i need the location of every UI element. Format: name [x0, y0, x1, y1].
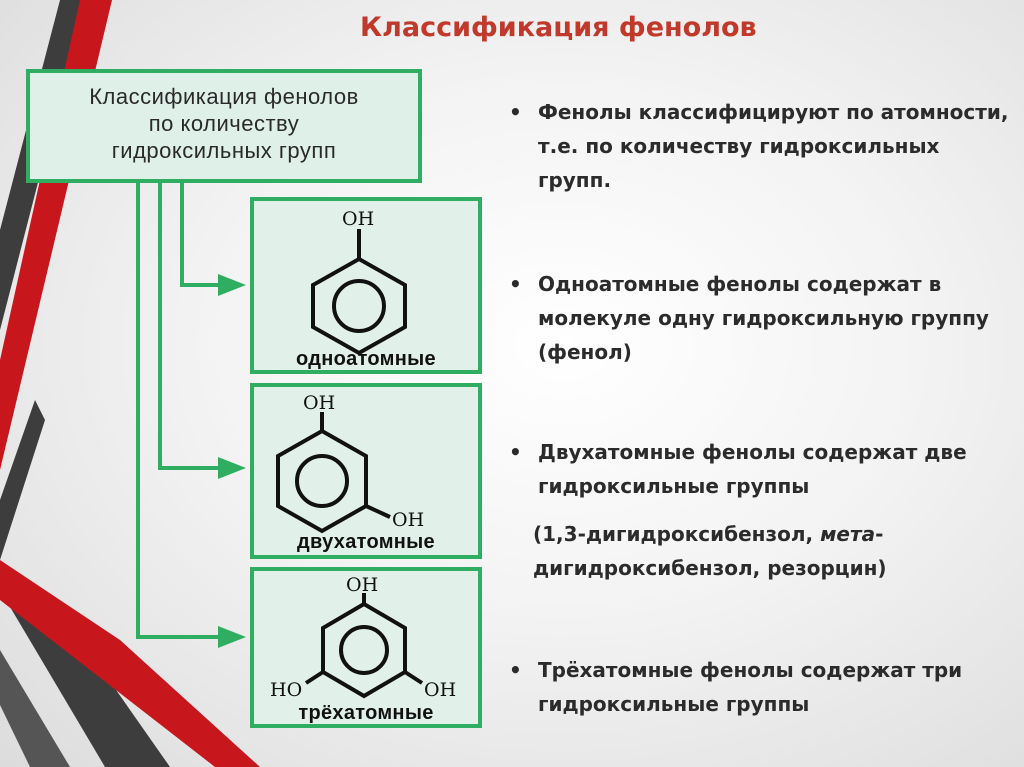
classification-box: Классификация фенолов по количеству гидр…: [26, 69, 422, 183]
box-line-2: по количеству: [148, 111, 300, 136]
bullet-dot: •: [509, 100, 522, 124]
dihydric-label: двухатомные: [297, 531, 435, 553]
oh-label-right: OH: [424, 679, 456, 701]
trihydric-label: трёхатомные: [298, 702, 434, 724]
trihydric-phenol-card: OH HO OH трёхатомные: [250, 567, 482, 728]
phenol-structure-icon: OH: [311, 208, 407, 356]
note-italic: мета: [820, 522, 876, 546]
bullet-item-3: • Двухатомные фенолы содержат две гидрок…: [505, 435, 1010, 503]
monohydric-label: одноатомные: [296, 348, 436, 370]
bullet-item-4: • Трёхатомные фенолы содержат три гидрок…: [505, 653, 1010, 721]
oh-label-right: OH: [392, 509, 424, 531]
resorcinol-structure-icon: OH OH: [276, 392, 424, 534]
bullet-text-2: Одноатомные фенолы содержат в молекуле о…: [538, 272, 989, 364]
bullet-dot: •: [509, 440, 522, 464]
bullet-item-2: • Одноатомные фенолы содержат в молекуле…: [505, 267, 1010, 369]
box-line-3: гидроксильных групп: [111, 138, 337, 163]
note-before: (1,3-дигидроксибензол,: [533, 522, 821, 546]
box-line-1: Классификация фенолов: [89, 84, 359, 109]
phloroglucinol-structure-icon: OH HO OH: [270, 574, 456, 701]
dihydric-phenol-card: OH OH двухатомные: [250, 383, 482, 559]
bullet-text-1: Фенолы классифицируют по атомности, т.е.…: [538, 100, 1009, 192]
resorcinol-note: (1,3-дигидроксибензол, мета-дигидроксибе…: [533, 517, 1003, 585]
bullet-dot: •: [509, 658, 522, 682]
oh-label-top: OH: [346, 574, 378, 596]
page-title: Классификация фенолов: [360, 12, 757, 43]
note-after: -дигидроксибензол, резорцин): [533, 522, 887, 580]
oh-label-1: OH: [342, 208, 374, 230]
ho-label-left: HO: [270, 679, 302, 701]
monohydric-phenol-card: OH одноатомные: [250, 197, 482, 374]
bullet-item-1: • Фенолы классифицируют по атомности, т.…: [505, 95, 1010, 197]
oh-label-top: OH: [303, 392, 335, 414]
bullet-text-3: Двухатомные фенолы содержат две гидрокси…: [538, 440, 967, 498]
bullet-dot: •: [509, 272, 522, 296]
bullet-text-4: Трёхатомные фенолы содержат три гидрокси…: [538, 658, 963, 716]
